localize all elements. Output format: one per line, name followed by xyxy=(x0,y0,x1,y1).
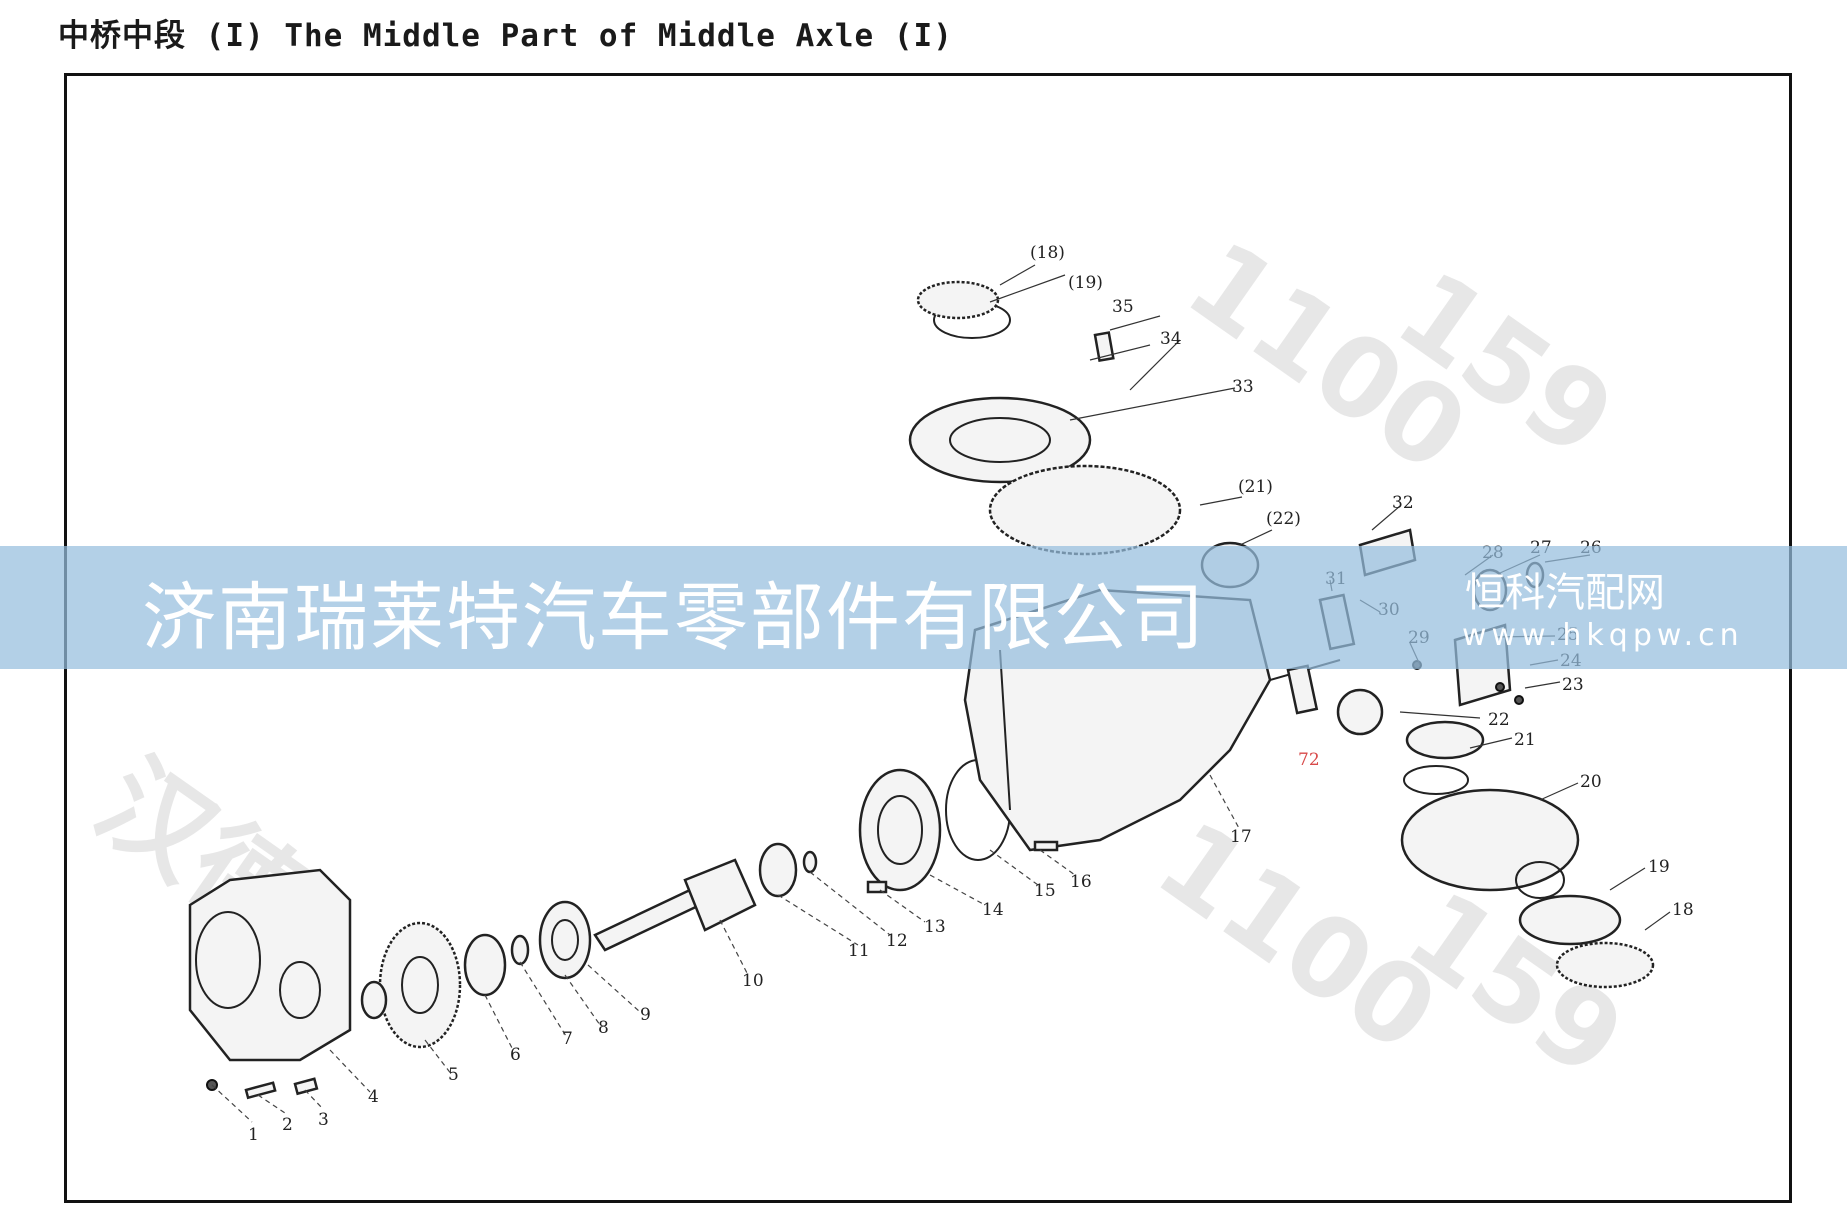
callout-6: 6 xyxy=(510,1045,521,1065)
callout-32: 32 xyxy=(1392,493,1414,513)
part-pinion-shaft xyxy=(593,858,757,952)
callout-19: 19 xyxy=(1648,857,1670,877)
part-diff-case xyxy=(1400,765,1655,989)
callout-7: 7 xyxy=(562,1029,573,1049)
watermark-site-name: 恒科汽配网 xyxy=(1465,570,1665,616)
watermark-banner xyxy=(0,546,1847,669)
part-ring-gear xyxy=(908,280,1182,556)
callout-15: 15 xyxy=(1034,881,1056,901)
callout-72: 72 xyxy=(1298,750,1320,770)
watermark-site-url: www.hkqpw.cn xyxy=(1462,618,1744,653)
callout-14: 14 xyxy=(982,900,1004,920)
callout-2: 2 xyxy=(282,1115,293,1135)
callout-35: 35 xyxy=(1112,297,1134,317)
callout-20: 20 xyxy=(1580,772,1602,792)
callout-18-ref: (18) xyxy=(1030,243,1065,263)
callout-12: 12 xyxy=(886,931,908,951)
part-bearings-11-13 xyxy=(758,759,1011,898)
callout-33: 33 xyxy=(1232,377,1254,397)
callout-3: 3 xyxy=(318,1110,329,1130)
callout-1: 1 xyxy=(248,1125,259,1145)
callout-9: 9 xyxy=(640,1005,651,1025)
callout-23: 23 xyxy=(1562,675,1584,695)
callout-18: 18 xyxy=(1672,900,1694,920)
page-title: 中桥中段 (I) The Middle Part of Middle Axle … xyxy=(58,18,953,54)
callout-16: 16 xyxy=(1070,872,1092,892)
callout-8: 8 xyxy=(598,1018,609,1038)
callout-22: 22 xyxy=(1488,710,1510,730)
watermark-company: 济南瑞莱特汽车零部件有限公司 xyxy=(142,575,1206,661)
callout-13: 13 xyxy=(924,917,946,937)
part-bearings-6-8 xyxy=(360,900,592,1020)
callout-17: 17 xyxy=(1230,827,1252,847)
callout-21: 21 xyxy=(1514,730,1536,750)
callout-19-ref: (19) xyxy=(1068,273,1103,293)
callout-11: 11 xyxy=(848,941,870,961)
callout-5: 5 xyxy=(448,1065,459,1085)
callout-34: 34 xyxy=(1160,329,1182,349)
part-gear-5 xyxy=(378,921,462,1049)
part-housing-cover xyxy=(188,868,352,1062)
callout-4: 4 xyxy=(368,1087,379,1107)
callout-10: 10 xyxy=(742,971,764,991)
callout-21-ref: (21) xyxy=(1238,477,1273,497)
callout-22-ref: (22) xyxy=(1266,509,1301,529)
